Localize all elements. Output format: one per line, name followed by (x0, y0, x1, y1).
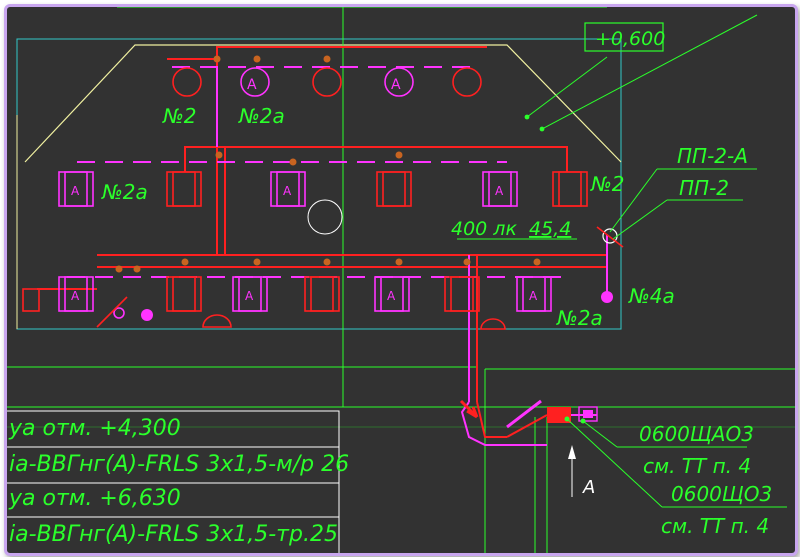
label-n2-right: №2 (590, 172, 625, 196)
svg-text:A: A (283, 184, 292, 198)
label-n2-top: №2 (162, 104, 197, 128)
distribution-panels (459, 399, 787, 508)
value-label: 45,4 (529, 218, 571, 240)
table-row-1: уа отм. +4,300 (8, 416, 181, 441)
structure-lines (7, 7, 795, 553)
panel2-ref: см. ТТ п. 4 (661, 514, 769, 538)
fixtures-middle-row: A A A (58, 171, 588, 207)
cad-window: уа отм. +4,300 іа-ВВГнг(А)-FRLS 3х1,5-м/… (4, 4, 798, 556)
table-row-3: уа отм. +6,630 (8, 486, 181, 511)
elevation-label: +0,600 (595, 28, 665, 50)
label-pp-2-a: ПП-2-А (677, 144, 748, 168)
fixtures-top-row: A A (172, 67, 482, 97)
label-n2a-left: №2a (101, 180, 148, 204)
pp-leaders (457, 168, 757, 240)
lux-label: 400 лк (451, 218, 517, 240)
panel2-name: 0600ЩО3 (671, 482, 772, 506)
label-n4a: №4a (628, 284, 675, 308)
panel1-name: 0600ЩАО3 (639, 422, 754, 446)
svg-text:A: A (71, 289, 80, 303)
emergency-markers (141, 226, 624, 321)
svg-text:A: A (529, 289, 538, 303)
table-row-4: іа-ВВГнг(А)-FRLS 3х1,5-тр.25 (9, 522, 338, 547)
svg-text:A: A (71, 184, 80, 198)
label-n2a-top: №2a (238, 104, 285, 128)
table-row-2: іа-ВВГнг(А)-FRLS 3х1,5-м/р 26 (9, 452, 349, 477)
cad-drawing-canvas[interactable]: уа отм. +4,300 іа-ВВГнг(А)-FRLS 3х1,5-м/… (7, 7, 795, 553)
svg-text:A: A (245, 289, 254, 303)
magenta-cable-routes (67, 66, 608, 446)
panel1-ref: см. ТТ п. 4 (643, 454, 751, 478)
cable-table: уа отм. +4,300 іа-ВВГнг(А)-FRLS 3х1,5-м/… (7, 410, 349, 553)
red-cable-routes (37, 46, 607, 438)
svg-text:A: A (391, 77, 401, 93)
fixtures-bottom-row: A A A A (22, 276, 552, 330)
label-n2a-bottom: №2a (556, 306, 603, 330)
svg-text:A: A (387, 289, 396, 303)
svg-text:A: A (495, 184, 504, 198)
svg-text:A: A (247, 77, 257, 93)
label-pp-2: ПП-2 (679, 176, 729, 200)
arrow-letter: А (582, 477, 595, 498)
junction-dots (115, 55, 541, 273)
